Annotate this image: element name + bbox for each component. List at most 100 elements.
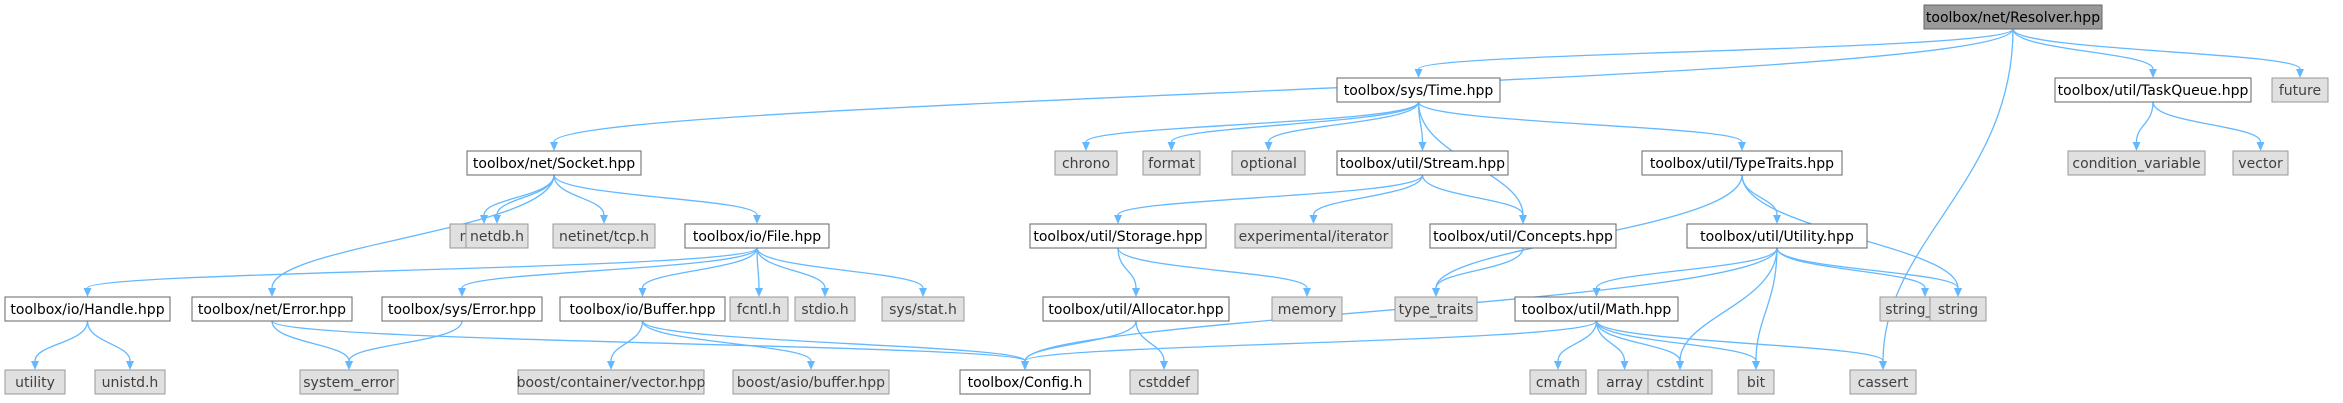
node-box	[2271, 77, 2329, 103]
edge-math-to-config	[1024, 320, 1598, 362]
node-label: cstdint	[1656, 375, 1704, 391]
node-box	[1054, 150, 1118, 176]
node-label: fcntl.h	[737, 302, 781, 318]
node-box	[794, 296, 856, 322]
node-box	[4, 369, 66, 395]
node-systemerror: system_error	[299, 369, 399, 395]
node-box	[4, 296, 171, 322]
edge-file-to-fcntl	[756, 247, 760, 289]
node-box	[1641, 150, 1843, 176]
node-socket[interactable]: toolbox/net/Socket.hpp	[466, 150, 642, 176]
node-storage[interactable]: toolbox/util/Storage.hpp	[1029, 223, 1207, 249]
node-utilitystd: utility	[4, 369, 66, 395]
node-netdb: netdb.h	[465, 223, 529, 249]
node-cmath: cmath	[1529, 369, 1587, 395]
node-box	[1429, 223, 1617, 249]
edge-neterror-to-config	[271, 320, 1026, 362]
node-label: toolbox/io/Buffer.hpp	[569, 302, 715, 318]
node-label: optional	[1240, 156, 1297, 172]
node-label: type_traits	[1399, 302, 1474, 318]
arrowhead	[753, 215, 761, 224]
arrowhead	[1879, 361, 1887, 370]
arrowhead	[919, 288, 927, 297]
edge-math-to-cassert	[1595, 320, 1884, 362]
node-syserror[interactable]: toolbox/sys/Error.hpp	[381, 296, 543, 322]
node-resolver[interactable]: toolbox/net/Resolver.hpp	[1923, 4, 2103, 30]
node-handle[interactable]: toolbox/io/Handle.hpp	[4, 296, 171, 322]
node-taskqueue[interactable]: toolbox/util/TaskQueue.hpp	[2054, 77, 2252, 103]
edge-time-to-format	[1170, 101, 1420, 143]
node-label: string	[1938, 302, 1978, 318]
node-boostbuffer: boost/asio/buffer.hpp	[732, 369, 890, 395]
node-label: toolbox/net/Resolver.hpp	[1926, 10, 2100, 26]
node-neterror[interactable]: toolbox/net/Error.hpp	[191, 296, 353, 322]
edge-resolver-to-time	[1417, 28, 2014, 70]
node-label: cstddef	[1138, 375, 1191, 391]
node-label: toolbox/Config.h	[968, 375, 1083, 391]
edge-neterror-to-systemerror	[271, 320, 350, 362]
node-file[interactable]: toolbox/io/File.hpp	[684, 223, 830, 249]
arrowhead	[2149, 69, 2157, 78]
edge-buffer-to-config	[641, 320, 1026, 362]
node-box	[466, 150, 642, 176]
node-cassert: cassert	[1849, 369, 1917, 395]
node-label: future	[2279, 83, 2321, 99]
arrowhead	[1167, 142, 1176, 151]
node-chrono: chrono	[1054, 150, 1118, 176]
edge-syserror-to-systemerror	[348, 320, 463, 362]
node-fcntl: fcntl.h	[729, 296, 789, 322]
node-vector: vector	[2232, 150, 2289, 176]
node-box	[881, 296, 965, 322]
node-box	[1231, 150, 1306, 176]
nodes-layer: toolbox/net/Resolver.hpp toolbox/sys/Time…	[4, 4, 2329, 395]
arrowhead	[1752, 361, 1760, 370]
arrowhead	[807, 361, 815, 370]
node-stream[interactable]: toolbox/util/Stream.hpp	[1336, 150, 1509, 176]
node-label: sys/stat.h	[889, 302, 957, 318]
node-string: string	[1929, 296, 1987, 322]
arrowhead	[1264, 142, 1273, 151]
arrowhead	[1160, 361, 1168, 370]
node-config[interactable]: toolbox/Config.h	[959, 369, 1091, 395]
edge-buffer-to-boostbuffer	[641, 320, 812, 362]
arrowhead	[2256, 142, 2265, 151]
node-typetraitsstd: type_traits	[1394, 296, 1478, 322]
node-array: array	[1597, 369, 1652, 395]
node-box	[381, 296, 543, 322]
arrowhead	[1954, 288, 1962, 297]
arrowhead	[1676, 361, 1684, 370]
node-label: netinet/tcp.h	[559, 229, 649, 245]
edge-stream-to-concepts	[1421, 174, 1524, 216]
node-label: chrono	[1062, 156, 1110, 172]
node-future: future	[2271, 77, 2329, 103]
arrowhead	[1114, 215, 1122, 224]
arrowhead	[268, 288, 276, 297]
node-label: toolbox/util/TypeTraits.hpp	[1650, 156, 1834, 172]
node-buffer[interactable]: toolbox/io/Buffer.hpp	[559, 296, 726, 322]
arrowhead	[1773, 215, 1781, 224]
node-time[interactable]: toolbox/sys/Time.hpp	[1336, 77, 1501, 103]
node-label: utility	[15, 375, 55, 391]
node-box	[1597, 369, 1652, 395]
node-box	[1529, 369, 1587, 395]
node-typetraits[interactable]: toolbox/util/TypeTraits.hpp	[1641, 150, 1843, 176]
edge-time-to-optional	[1267, 101, 1420, 143]
node-math[interactable]: toolbox/util/Math.hpp	[1514, 296, 1679, 322]
node-memory: memory	[1271, 296, 1343, 322]
edge-taskqueue-to-vector	[2152, 101, 2262, 143]
node-box	[2067, 150, 2206, 176]
node-label: vector	[2238, 156, 2283, 172]
node-label: toolbox/net/Socket.hpp	[473, 156, 635, 172]
node-condvar: condition_variable	[2067, 150, 2206, 176]
node-label: boost/asio/buffer.hpp	[737, 375, 885, 391]
node-utility[interactable]: toolbox/util/Utility.hpp	[1686, 223, 1868, 249]
node-boostvector: boost/container/vector.hpp	[517, 369, 706, 395]
node-label: toolbox/util/Stream.hpp	[1340, 156, 1505, 172]
edge-allocator-to-config	[1024, 320, 1137, 362]
edge-math-to-cstdint	[1595, 320, 1681, 362]
node-concepts[interactable]: toolbox/util/Concepts.hpp	[1429, 223, 1617, 249]
edge-storage-to-memory	[1117, 247, 1308, 289]
arrowhead	[458, 288, 466, 297]
node-box	[1029, 223, 1207, 249]
node-allocator[interactable]: toolbox/util/Allocator.hpp	[1042, 296, 1230, 322]
